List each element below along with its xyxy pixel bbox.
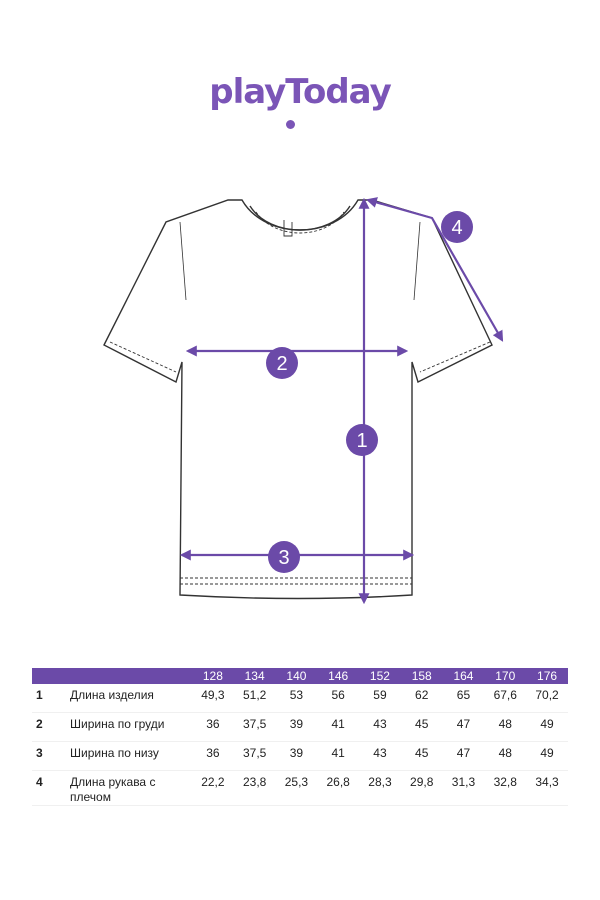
size-170: 170 xyxy=(484,668,527,684)
size-158: 158 xyxy=(400,668,443,684)
brand-logo: playToday xyxy=(209,72,392,112)
size-header-row: 128 134 140 146 152 158 164 170 176 xyxy=(32,668,568,684)
tshirt-outline xyxy=(103,199,493,600)
svg-text:4: 4 xyxy=(451,217,462,239)
logo-dot xyxy=(286,120,295,129)
size-128: 128 xyxy=(192,668,234,684)
size-152: 152 xyxy=(359,668,401,684)
tshirt-measurement-diagram: 1 2 3 4 xyxy=(103,197,504,605)
table-row: 2 Ширина по груди 36 37,5 39 41 43 45 47… xyxy=(32,712,568,742)
badge-3: 3 xyxy=(268,541,300,573)
badge-2: 2 xyxy=(266,347,298,379)
size-table: 128 134 140 146 152 158 164 170 176 1 Дл… xyxy=(32,668,568,806)
badge-1: 1 xyxy=(346,424,378,456)
size-176: 176 xyxy=(526,668,568,684)
size-146: 146 xyxy=(317,668,360,684)
table-row: 4 Длина рукава с плечом 22,2 23,8 25,3 2… xyxy=(32,770,568,806)
size-140: 140 xyxy=(275,668,318,684)
sleeve-line xyxy=(365,197,504,342)
svg-text:2: 2 xyxy=(276,353,287,375)
badge-4: 4 xyxy=(441,211,473,243)
svg-text:3: 3 xyxy=(278,547,289,569)
size-134: 134 xyxy=(233,668,276,684)
svg-text:1: 1 xyxy=(356,430,367,452)
table-row: 3 Ширина по низу 36 37,5 39 41 43 45 47 … xyxy=(32,741,568,771)
table-row: 1 Длина изделия 49,3 51,2 53 56 59 62 65… xyxy=(32,684,568,713)
size-164: 164 xyxy=(442,668,485,684)
